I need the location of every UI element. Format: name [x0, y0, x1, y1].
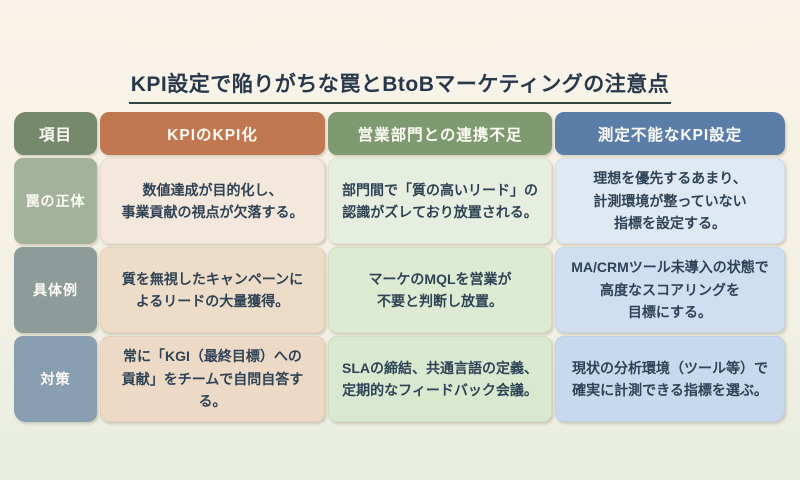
table-cell-trap-kpi: 数値達成が目的化し、 事業貢献の視点が欠落する。 [100, 158, 325, 244]
table-cell-countermeasure-unmeasurable: 現状の分析環境（ツール等）で 確実に計測できる指標を選ぶ。 [555, 336, 785, 422]
row-label-trap-identity: 罠の正体 [14, 158, 97, 244]
table-cell-example-unmeasurable: MA/CRMツール未導入の状態で 高度なスコアリングを 目標にする。 [555, 247, 785, 333]
column-header-unmeasurable-kpi: 測定不能なKPI設定 [555, 112, 785, 155]
column-header-sales-alignment: 営業部門との連携不足 [328, 112, 552, 155]
page-title: KPI設定で陥りがちな罠とBtoBマーケティングの注意点 [128, 68, 672, 104]
table-cell-example-sales: マーケのMQLを営業が 不要と判断し放置。 [328, 247, 552, 333]
column-header-kpi-of-kpi: KPIのKPI化 [100, 112, 325, 155]
kpi-pitfalls-table: 項目 KPIのKPI化 営業部門との連携不足 測定不能なKPI設定 罠の正体 数… [14, 112, 785, 422]
table-cell-countermeasure-sales: SLAの締結、共通言語の定義、 定期的なフィードバック会議。 [328, 336, 552, 422]
table-cell-countermeasure-kpi: 常に「KGI（最終目標）への 貢献」をチームで自問自答する。 [100, 336, 325, 422]
table-cell-example-kpi: 質を無視したキャンペーンに よるリードの大量獲得。 [100, 247, 325, 333]
row-label-example: 具体例 [14, 247, 97, 333]
corner-header-item: 項目 [14, 112, 97, 155]
row-label-countermeasure: 対策 [14, 336, 97, 422]
table-cell-trap-unmeasurable: 理想を優先するあまり、 計測環境が整っていない 指標を設定する。 [555, 158, 785, 244]
title-area: KPI設定で陥りがちな罠とBtoBマーケティングの注意点 [0, 0, 800, 104]
table-cell-trap-sales: 部門間で「質の高いリード」の 認識がズレており放置される。 [328, 158, 552, 244]
